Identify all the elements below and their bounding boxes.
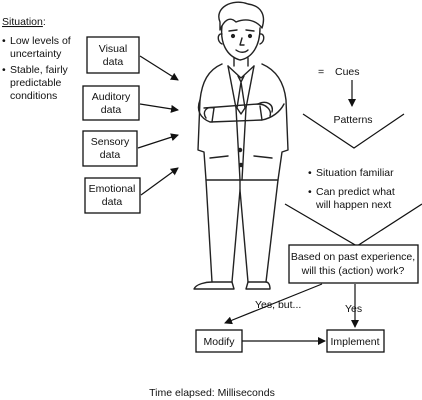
- input-box-sensory: Sensory data: [82, 130, 138, 167]
- equals-sign: =: [318, 66, 324, 78]
- decision-line-2: will this (action) work?: [301, 265, 405, 277]
- input-box-label-1: Sensory: [91, 136, 130, 148]
- situation-bullet-2: • Stable, fairly predictable conditions: [2, 64, 69, 102]
- decision-line-1: Based on past experience,: [291, 251, 415, 263]
- branch-left-label: Yes, but...: [255, 299, 301, 311]
- patterns-funnel: [302, 113, 405, 149]
- situation-bullet-2-line-3: conditions: [10, 90, 57, 102]
- situation-bullet-1-line-1: Low levels of: [10, 35, 71, 47]
- implement-label: Implement: [330, 336, 379, 348]
- situation-bullet-2-line-1: Stable, fairly: [10, 64, 69, 76]
- familiar-bullet-2-line-2: will happen next: [315, 199, 391, 211]
- input-box-label-2: data: [103, 56, 124, 68]
- input-box-auditory: Auditory data: [82, 85, 140, 121]
- footer-caption: Time elapsed: Milliseconds: [149, 387, 275, 399]
- cues-text: Cues: [335, 66, 360, 78]
- decision-box: Based on past experience, will this (act…: [288, 244, 419, 284]
- bullet-glyph: •: [308, 186, 312, 198]
- input-box-label-1: Emotional: [89, 183, 136, 195]
- cues-label: = Cues: [318, 66, 360, 78]
- input-box-emotional: Emotional data: [84, 177, 141, 214]
- situation-bullet-2-line-2: predictable: [10, 77, 62, 89]
- input-box-frame: [86, 36, 140, 74]
- arrow-visual-to-person: [139, 55, 179, 81]
- branch-right-label: Yes: [345, 303, 362, 315]
- arrow-sensory-to-person: [137, 133, 179, 149]
- input-box-label-2: data: [102, 196, 123, 208]
- input-box-label-1: Visual: [99, 43, 127, 55]
- bullet-glyph: •: [2, 35, 6, 47]
- person-illustration: [193, 1, 289, 290]
- situation-heading: Situation:: [2, 16, 46, 28]
- modify-label: Modify: [204, 336, 236, 348]
- decision-box-frame: [288, 244, 419, 284]
- input-box-label-2: data: [100, 149, 121, 161]
- input-arrows: [137, 55, 179, 196]
- situation-bullet-1: • Low levels of uncertainty: [2, 35, 71, 60]
- input-box-label-2: data: [101, 104, 122, 116]
- situation-bullet-1-line-2: uncertainty: [10, 48, 62, 60]
- familiar-bullet-1: Situation familiar: [316, 167, 394, 179]
- arrow-decision-to-modify: [224, 283, 323, 325]
- situation-block: Situation: • Low levels of uncertainty •…: [2, 16, 71, 102]
- arrow-auditory-to-person: [139, 103, 179, 113]
- input-box-label-1: Auditory: [92, 91, 131, 103]
- familiar-bullet-2-line-1: Can predict what: [316, 186, 395, 198]
- implement-box: Implement: [326, 329, 385, 353]
- bullet-glyph: •: [2, 64, 6, 76]
- input-box-frame: [84, 177, 141, 214]
- patterns-label: Patterns: [333, 114, 372, 126]
- input-box-frame: [82, 85, 140, 121]
- familiar-bullets: • Situation familiar • Can predict what …: [308, 167, 395, 211]
- implement-box-frame: [326, 329, 385, 353]
- modify-box: Modify: [195, 329, 243, 353]
- arrow-emotional-to-person: [140, 167, 179, 196]
- input-box-frame: [82, 130, 138, 167]
- input-box-visual: Visual data: [86, 36, 140, 74]
- bullet-glyph: •: [308, 167, 312, 179]
